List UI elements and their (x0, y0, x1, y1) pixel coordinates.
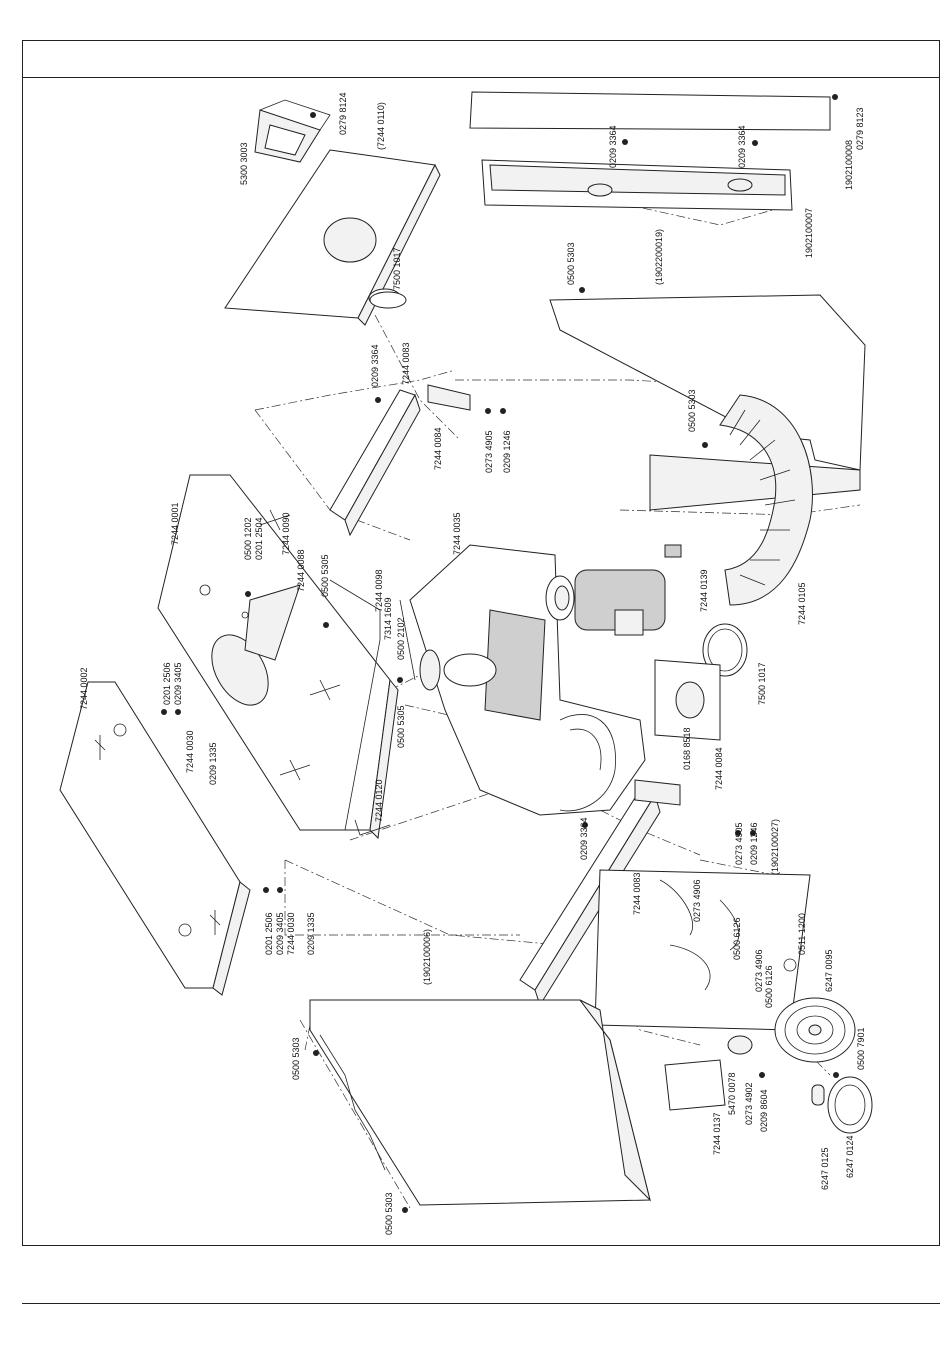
label-7314-1609: 7314 1609 (383, 597, 393, 640)
front-frame-plate (594, 869, 811, 1031)
hose-clamp-top (369, 291, 407, 309)
rear-panel-long (469, 91, 831, 131)
label-0273-4905-lower: 0273 4905 (734, 822, 744, 865)
label-0500-1202: 0500 1202 (243, 517, 253, 560)
motor-label-plate (664, 544, 682, 558)
label-0500-5303-b: 0500 5303 (384, 1192, 394, 1235)
label-7244-0098: 7244 0098 (374, 569, 384, 612)
label-6247-0125: 6247 0125 (820, 1147, 830, 1190)
label-0209-3364-a: 0209 3364 (370, 344, 380, 387)
label-1902100008: 1902100008 (844, 140, 854, 190)
label-7244-0035: 7244 0035 (452, 512, 462, 555)
label-7244-0139: 7244 0139 (699, 569, 709, 612)
top-cover-panel (224, 149, 441, 326)
label-0511-1200: 0511 1200 (797, 913, 807, 955)
label-7244-0105: 7244 0105 (797, 582, 807, 625)
bracket-block-upper (427, 384, 471, 411)
label-0273-4906-b: 0273 4906 (754, 949, 764, 992)
label-0500-7901: 0500 7901 (856, 1027, 866, 1070)
label-0500-6126-b: 0500 6126 (764, 965, 774, 1008)
label-7244-0110: (7244 0110) (376, 102, 386, 150)
label-7244-0030: 7244 0030 (185, 730, 195, 773)
table-top-left (59, 681, 251, 996)
label-0500-5305-a: 0500 5305 (320, 554, 330, 597)
label-0209-1335: 0209 1335 (208, 742, 218, 785)
label-0209-3405-b: 0209 3405 (275, 912, 285, 955)
left-side-panel (309, 999, 651, 1206)
label-7244-0120: 7244 0120 (374, 779, 384, 822)
label-7244-0088: 7244 0088 (296, 549, 306, 592)
height-scale-dial (827, 1076, 873, 1134)
label-0201-2506: 0201 2506 (162, 662, 172, 705)
label-0279-8123: 0279 8123 (855, 107, 865, 150)
label-0500-5303-a: 0500 5303 (291, 1037, 301, 1080)
hose-clamp-ring (702, 623, 748, 677)
label-0273-4905-upper: 0273 4905 (484, 430, 494, 473)
label-0209-3364-d: 0209 3364 (737, 125, 747, 168)
label-0209-8604: 0209 8604 (759, 1089, 769, 1132)
adjustment-plate (664, 1059, 726, 1111)
label-7500-1017-mid: 7500 1017 (757, 662, 767, 705)
label-7500-1017-top: 7500 1017 (392, 247, 402, 290)
label-1902100007: 1902100007 (804, 208, 814, 258)
table-top-center (157, 474, 399, 840)
handwheel-knob (811, 1084, 825, 1106)
footer-rule (22, 1303, 940, 1304)
label-7244-0084-lower: 7244 0084 (714, 747, 724, 790)
rear-channel-profile (481, 159, 793, 211)
main-machine-body (409, 544, 646, 816)
label-6247-0124: 6247 0124 (845, 1135, 855, 1178)
label-5300-3003: 5300 3003 (239, 142, 249, 185)
label-0273-4906-a: 0273 4906 (692, 879, 702, 922)
fasteners (161, 94, 839, 1213)
label-0500-2102: 0500 2102 (396, 617, 406, 660)
handwheel-assembly (774, 997, 856, 1063)
locking-lever (727, 1035, 753, 1055)
motor-unit (545, 569, 666, 636)
label-0273-4902: 0273 4902 (744, 1082, 754, 1125)
extraction-duct-box (654, 659, 721, 741)
label-7244-0083-upper: 7244 0083 (401, 342, 411, 385)
label-0209-3364-c: 0209 3364 (608, 125, 618, 168)
drawing-frame (22, 40, 940, 1246)
label-1902200019: (1902200019) (654, 229, 664, 285)
label-7244-0001: 7244 0001 (170, 502, 180, 545)
label-7244-0002: 7244 0002 (79, 667, 89, 710)
label-0168-8518: 0168 8518 (682, 727, 692, 770)
label-0500-5303-d: 0500 5303 (687, 389, 697, 432)
label-1902100027: (1902100027) (770, 819, 780, 875)
label-0500-6126-a: 0500 6126 (732, 917, 742, 960)
label-0209-1335-b: 0209 1335 (306, 912, 316, 955)
label-0209-1246-upper: 0209 1246 (502, 430, 512, 473)
cross-rail-upper (329, 389, 421, 537)
part-labels: 7244 0002 0201 2506 0209 3405 7244 0030 … (79, 92, 866, 1235)
bracket-block-lower (634, 779, 681, 806)
label-0209-1246-lower: 0209 1246 (749, 822, 759, 865)
flexible-dust-hose (719, 394, 813, 606)
label-5470-0078: 5470 0078 (727, 1072, 737, 1115)
label-6247-0095: 6247 0095 (824, 949, 834, 992)
title-strip (23, 41, 939, 78)
label-7244-0083-lower: 7244 0083 (632, 872, 642, 915)
label-0201-2506-b: 0201 2506 (264, 912, 274, 955)
label-7244-0084-upper: 7244 0084 (433, 427, 443, 470)
label-7244-0030-b: 7244 0030 (286, 912, 296, 955)
label-0209-3364-b: 0209 3364 (579, 817, 589, 860)
label-0279-8124: 0279 8124 (338, 92, 348, 135)
label-0500-5305-b: 0500 5305 (396, 705, 406, 748)
label-1902100006: (1902100006) (422, 929, 432, 985)
label-0500-5303-c: 0500 5303 (566, 242, 576, 285)
label-0201-2504: 0201 2504 (254, 517, 264, 560)
label-7244-0090: 7244 0090 (281, 512, 291, 555)
dust-outlet-hood (254, 99, 331, 163)
table-insert-rail (329, 579, 416, 836)
label-0209-3405: 0209 3405 (173, 662, 183, 705)
label-7244-0137: 7244 0137 (712, 1112, 722, 1155)
